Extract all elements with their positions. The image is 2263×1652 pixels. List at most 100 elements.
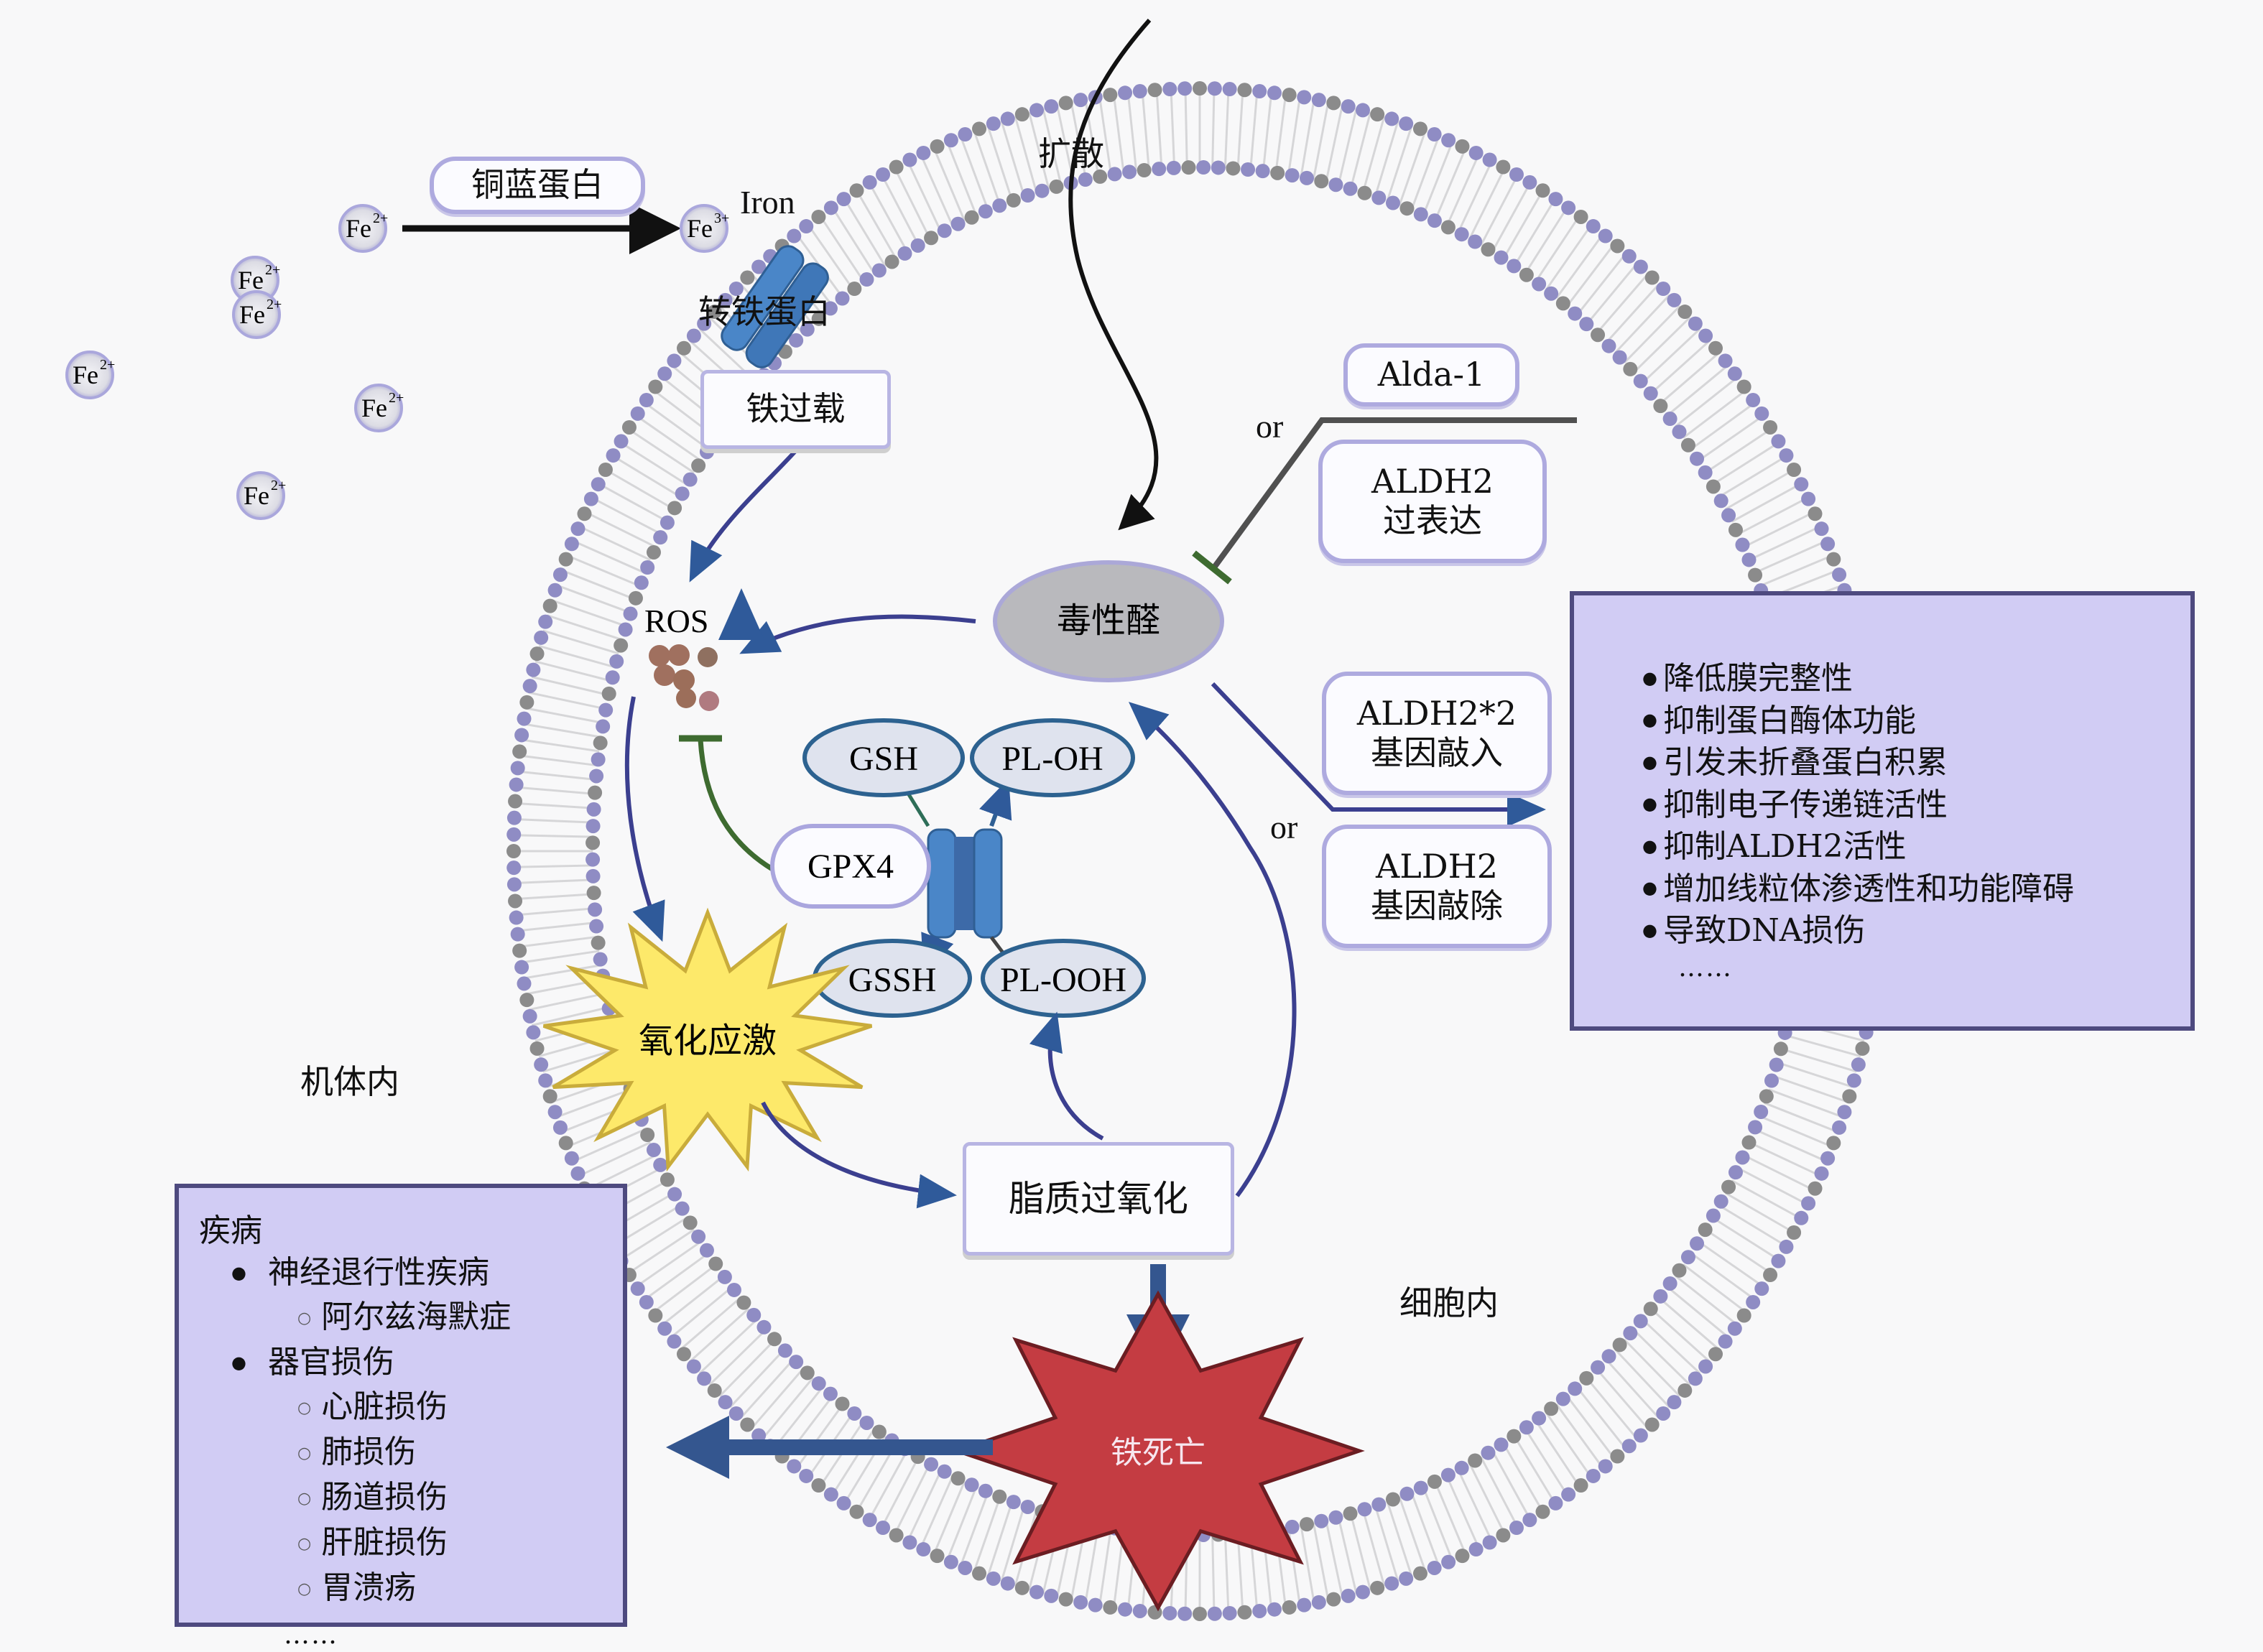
- lipid-head: [1226, 161, 1241, 176]
- lipid-head: [1548, 192, 1563, 207]
- lipid-head: [586, 802, 601, 817]
- lipid-head: [598, 702, 614, 718]
- lipid-head: [1832, 1120, 1847, 1135]
- lipid-head: [1787, 1225, 1802, 1240]
- lipid-head: [1311, 1595, 1326, 1610]
- or-label: or: [1256, 408, 1284, 445]
- ros-particle: [676, 688, 696, 708]
- lipid-head: [1519, 267, 1534, 282]
- lipid-head: [1643, 386, 1658, 401]
- lipid-tail: [1287, 96, 1301, 175]
- lipid-tail: [1555, 1403, 1604, 1470]
- lipid-head: [1343, 181, 1358, 196]
- lipid-head: [1427, 213, 1442, 228]
- lipid-tail: [528, 992, 606, 1011]
- lipid-head: [675, 486, 690, 501]
- lipid-head: [639, 1294, 654, 1309]
- lipid-tail: [1014, 116, 1038, 193]
- lipid-tail: [868, 182, 909, 253]
- lipid-tail: [1434, 1481, 1467, 1555]
- lipid-head: [1522, 1513, 1537, 1528]
- lipid-head: [529, 1041, 545, 1056]
- lipid-tail: [772, 1386, 824, 1450]
- lipid-head: [667, 353, 682, 368]
- lipid-head: [682, 1215, 698, 1230]
- lipid-head: [799, 219, 814, 234]
- lipid-head: [508, 894, 523, 909]
- lipid-head: [1326, 1592, 1341, 1607]
- lipid-tail: [1780, 1047, 1857, 1073]
- toxic-aldehyde-node: [993, 560, 1224, 682]
- lipid-head: [630, 1281, 645, 1296]
- lipid-head: [512, 744, 527, 759]
- lipid-head: [1820, 537, 1836, 552]
- lipid-tail: [986, 125, 1014, 202]
- lipid-tail: [1743, 1154, 1815, 1192]
- lipid-tail: [1535, 215, 1581, 282]
- lipid-head: [1509, 1521, 1524, 1536]
- lipid-tail: [932, 1481, 966, 1555]
- ros-particle: [673, 669, 695, 691]
- lipid-head: [1721, 1179, 1736, 1194]
- lipid-tail: [531, 1006, 609, 1026]
- lipid-head: [1746, 393, 1761, 408]
- gsh-node: [802, 718, 965, 797]
- lipid-tail: [534, 660, 612, 682]
- lipid-head: [1384, 1576, 1399, 1591]
- ceruloplasmin-label: 铜蓝蛋白: [471, 165, 603, 205]
- lipid-head: [1601, 1349, 1616, 1364]
- lipid-tail: [1491, 182, 1532, 253]
- aldh2-knockout-node: ALDH2 基因敲除: [1322, 825, 1552, 948]
- lipid-head: [1561, 200, 1576, 215]
- lipid-tail: [1748, 525, 1821, 562]
- lipid-tail: [1374, 120, 1399, 198]
- lipid-head: [847, 282, 862, 297]
- lipid-head: [1285, 168, 1300, 183]
- lipid-head: [1399, 201, 1415, 216]
- iron-ion-label: Fe: [73, 361, 98, 389]
- lipid-head: [1598, 228, 1613, 243]
- lipid-head: [751, 259, 767, 274]
- lipid-head: [517, 976, 532, 991]
- lipid-tail: [519, 935, 598, 948]
- lipid-tail: [1223, 1534, 1230, 1614]
- lipid-tail: [1468, 1463, 1506, 1535]
- lipid-head: [889, 1528, 904, 1543]
- lipid-tail: [1667, 1286, 1729, 1339]
- lipid-tail: [1300, 1525, 1315, 1604]
- gssh-label: GSSH: [848, 961, 937, 999]
- lipid-head: [1297, 1597, 1312, 1612]
- lipid-tail: [1777, 1061, 1853, 1088]
- lipid-tail: [1683, 389, 1747, 439]
- lipid-head: [542, 598, 557, 613]
- lipid-tail: [1325, 1519, 1344, 1598]
- lipid-tail: [578, 1141, 652, 1177]
- lipid-head: [1855, 1041, 1870, 1056]
- lipid-head: [1586, 219, 1601, 234]
- lipid-tail: [1349, 111, 1371, 190]
- lipid-tail: [1184, 88, 1188, 168]
- gpx4-inhibits-ros-line: [698, 739, 774, 871]
- lipid-head: [1677, 1383, 1693, 1398]
- lipid-tail: [1586, 1377, 1638, 1440]
- lipid-tail: [514, 818, 593, 824]
- lipid-head: [876, 1521, 891, 1536]
- lipid-head: [1137, 162, 1152, 177]
- lipid-tail: [584, 511, 657, 549]
- lipid-head: [811, 1376, 826, 1391]
- lipid-head: [1794, 477, 1809, 492]
- lipid-head: [547, 1105, 563, 1120]
- lipid-head: [1118, 85, 1133, 101]
- lipid-tail: [1545, 224, 1593, 291]
- lipid-head: [609, 654, 624, 669]
- lipid-tail: [547, 614, 623, 641]
- lipid-tail: [946, 1486, 978, 1561]
- lipid-head: [1735, 537, 1750, 552]
- lipid-head: [605, 670, 620, 685]
- lipid-head: [1507, 259, 1522, 274]
- lipid-head: [506, 827, 522, 842]
- lipid-tail: [1524, 1427, 1568, 1496]
- lipid-head: [646, 1143, 661, 1158]
- lipid-head: [1440, 220, 1456, 235]
- effect-item: 增加线粒体渗透性和功能障碍: [1642, 869, 2190, 911]
